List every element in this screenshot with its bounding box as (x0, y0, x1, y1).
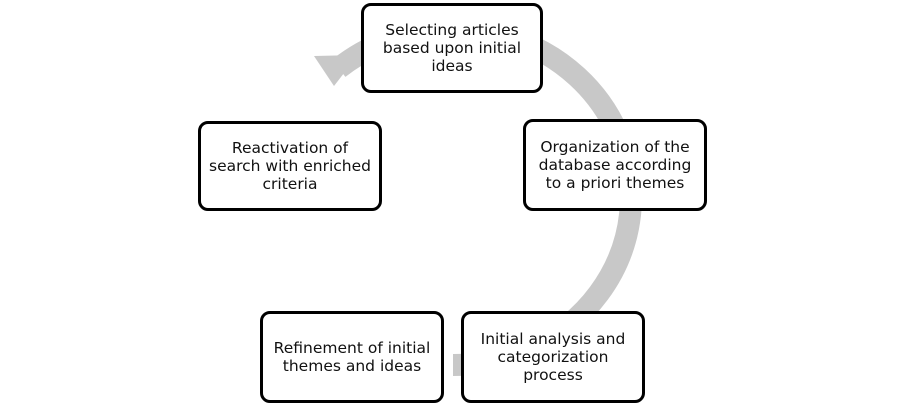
step-organization-of-database: Organization of the database according t… (523, 119, 707, 211)
step-label: Selecting articles based upon initial id… (382, 21, 522, 75)
cycle-arrowhead-icon (314, 55, 358, 86)
step-label: Reactivation of search with enriched cri… (209, 139, 371, 193)
step-reactivation-of-search: Reactivation of search with enriched cri… (198, 121, 382, 211)
step-selecting-articles: Selecting articles based upon initial id… (361, 3, 543, 93)
step-label: Initial analysis and categorization proc… (480, 330, 626, 384)
step-initial-analysis: Initial analysis and categorization proc… (461, 311, 645, 403)
step-label: Refinement of initial themes and ideas (273, 339, 431, 375)
step-refinement-of-themes: Refinement of initial themes and ideas (260, 311, 444, 403)
step-label: Organization of the database according t… (538, 138, 692, 192)
